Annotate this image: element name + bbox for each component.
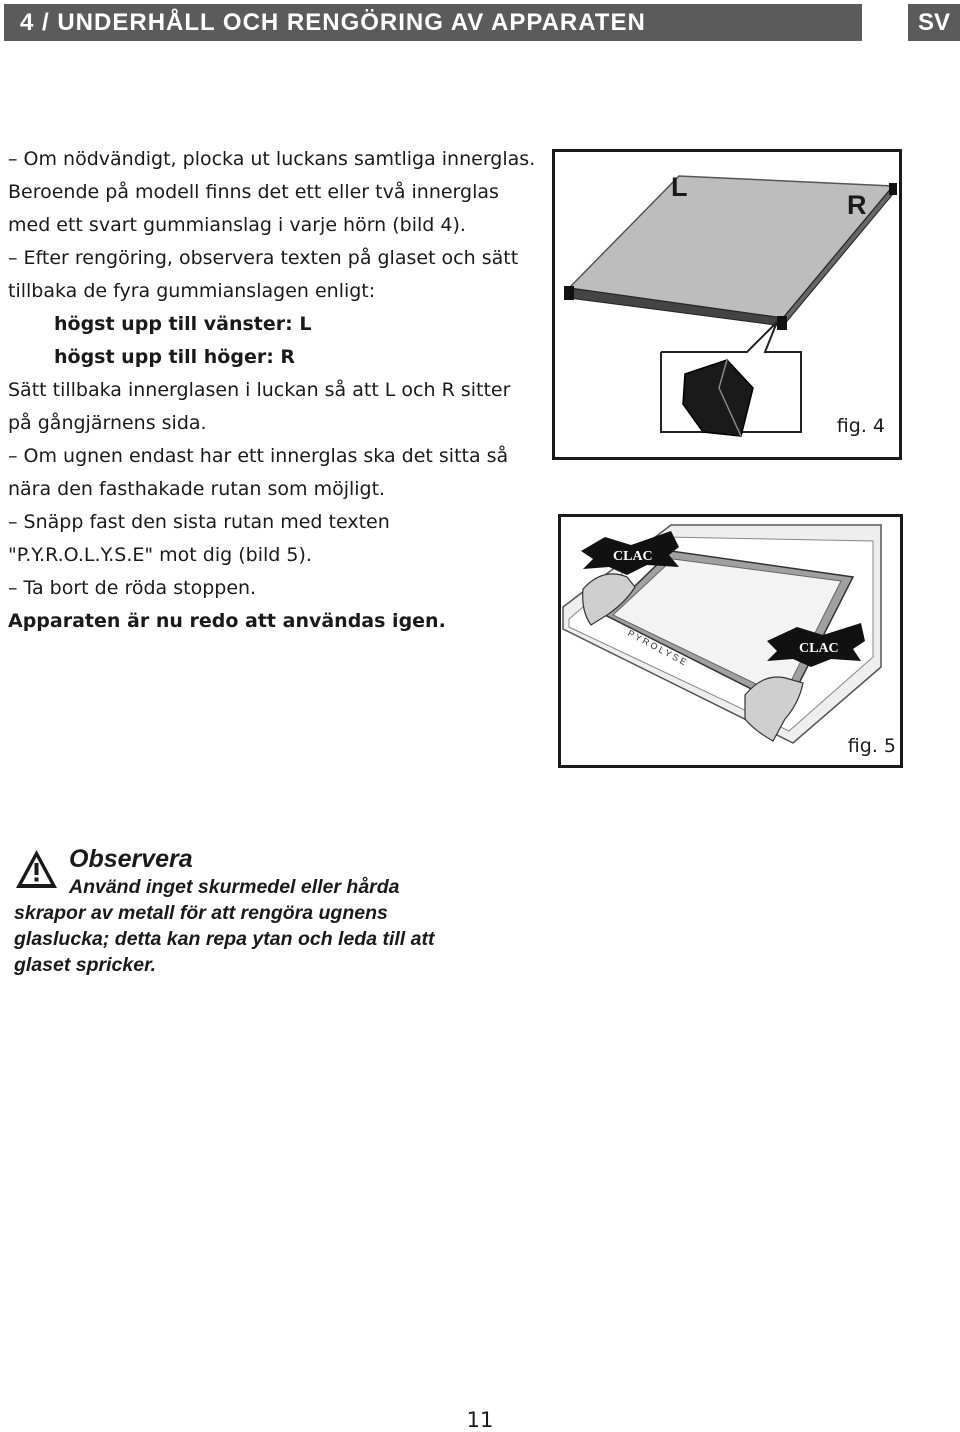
warning-title: Observera xyxy=(69,845,193,873)
language-badge: SV xyxy=(908,4,960,41)
label-left: L xyxy=(671,172,688,202)
page-number: 11 xyxy=(466,1408,494,1432)
figure-4-caption: fig. 4 xyxy=(836,415,885,437)
warning-text: Använd inget skurmedel eller hårda skrap… xyxy=(14,876,435,976)
instruction-refit-rubber: – Efter rengöring, observera texten på g… xyxy=(8,247,519,302)
hand-icon xyxy=(582,573,636,626)
hand-icon xyxy=(744,676,804,742)
click-label-bottom: CLAC xyxy=(799,641,839,656)
instruction-remove-glass: – Om nödvändigt, plocka ut luckans samtl… xyxy=(8,148,536,236)
instruction-top-right: högst upp till höger: R xyxy=(54,346,296,368)
figure-4: L R fig. 4 xyxy=(552,149,902,460)
click-label-top: CLAC xyxy=(613,549,653,564)
instruction-remove-stops: – Ta bort de röda stoppen. xyxy=(8,577,257,599)
oven-door-illustration: P Y R O L Y S E CLAC CLAC xyxy=(562,524,882,744)
instruction-snap-glass: – Snäpp fast den sista rutan med texten … xyxy=(8,511,390,566)
label-right: R xyxy=(847,190,867,220)
warning-box: Observera Använd inget skurmedel eller h… xyxy=(14,844,454,978)
instruction-single-glass: – Om ugnen endast har ett innerglas ska … xyxy=(8,445,509,500)
section-header: 4 / UNDERHÅLL OCH RENGÖRING AV APPARATEN xyxy=(4,4,862,41)
instruction-hinge-side: Sätt tillbaka innerglasen i luckan så at… xyxy=(8,379,511,434)
glass-pane-illustration xyxy=(564,175,897,437)
instruction-top-left: högst upp till vänster: L xyxy=(54,313,312,335)
warning-triangle-icon xyxy=(14,848,59,890)
figure-5: P Y R O L Y S E CLAC CLAC fig. 5 xyxy=(558,514,903,768)
instruction-ready: Apparaten är nu redo att användas igen. xyxy=(8,610,446,632)
instructions: – Om nödvändigt, plocka ut luckans samtl… xyxy=(8,143,538,638)
figure-5-caption: fig. 5 xyxy=(847,735,896,757)
